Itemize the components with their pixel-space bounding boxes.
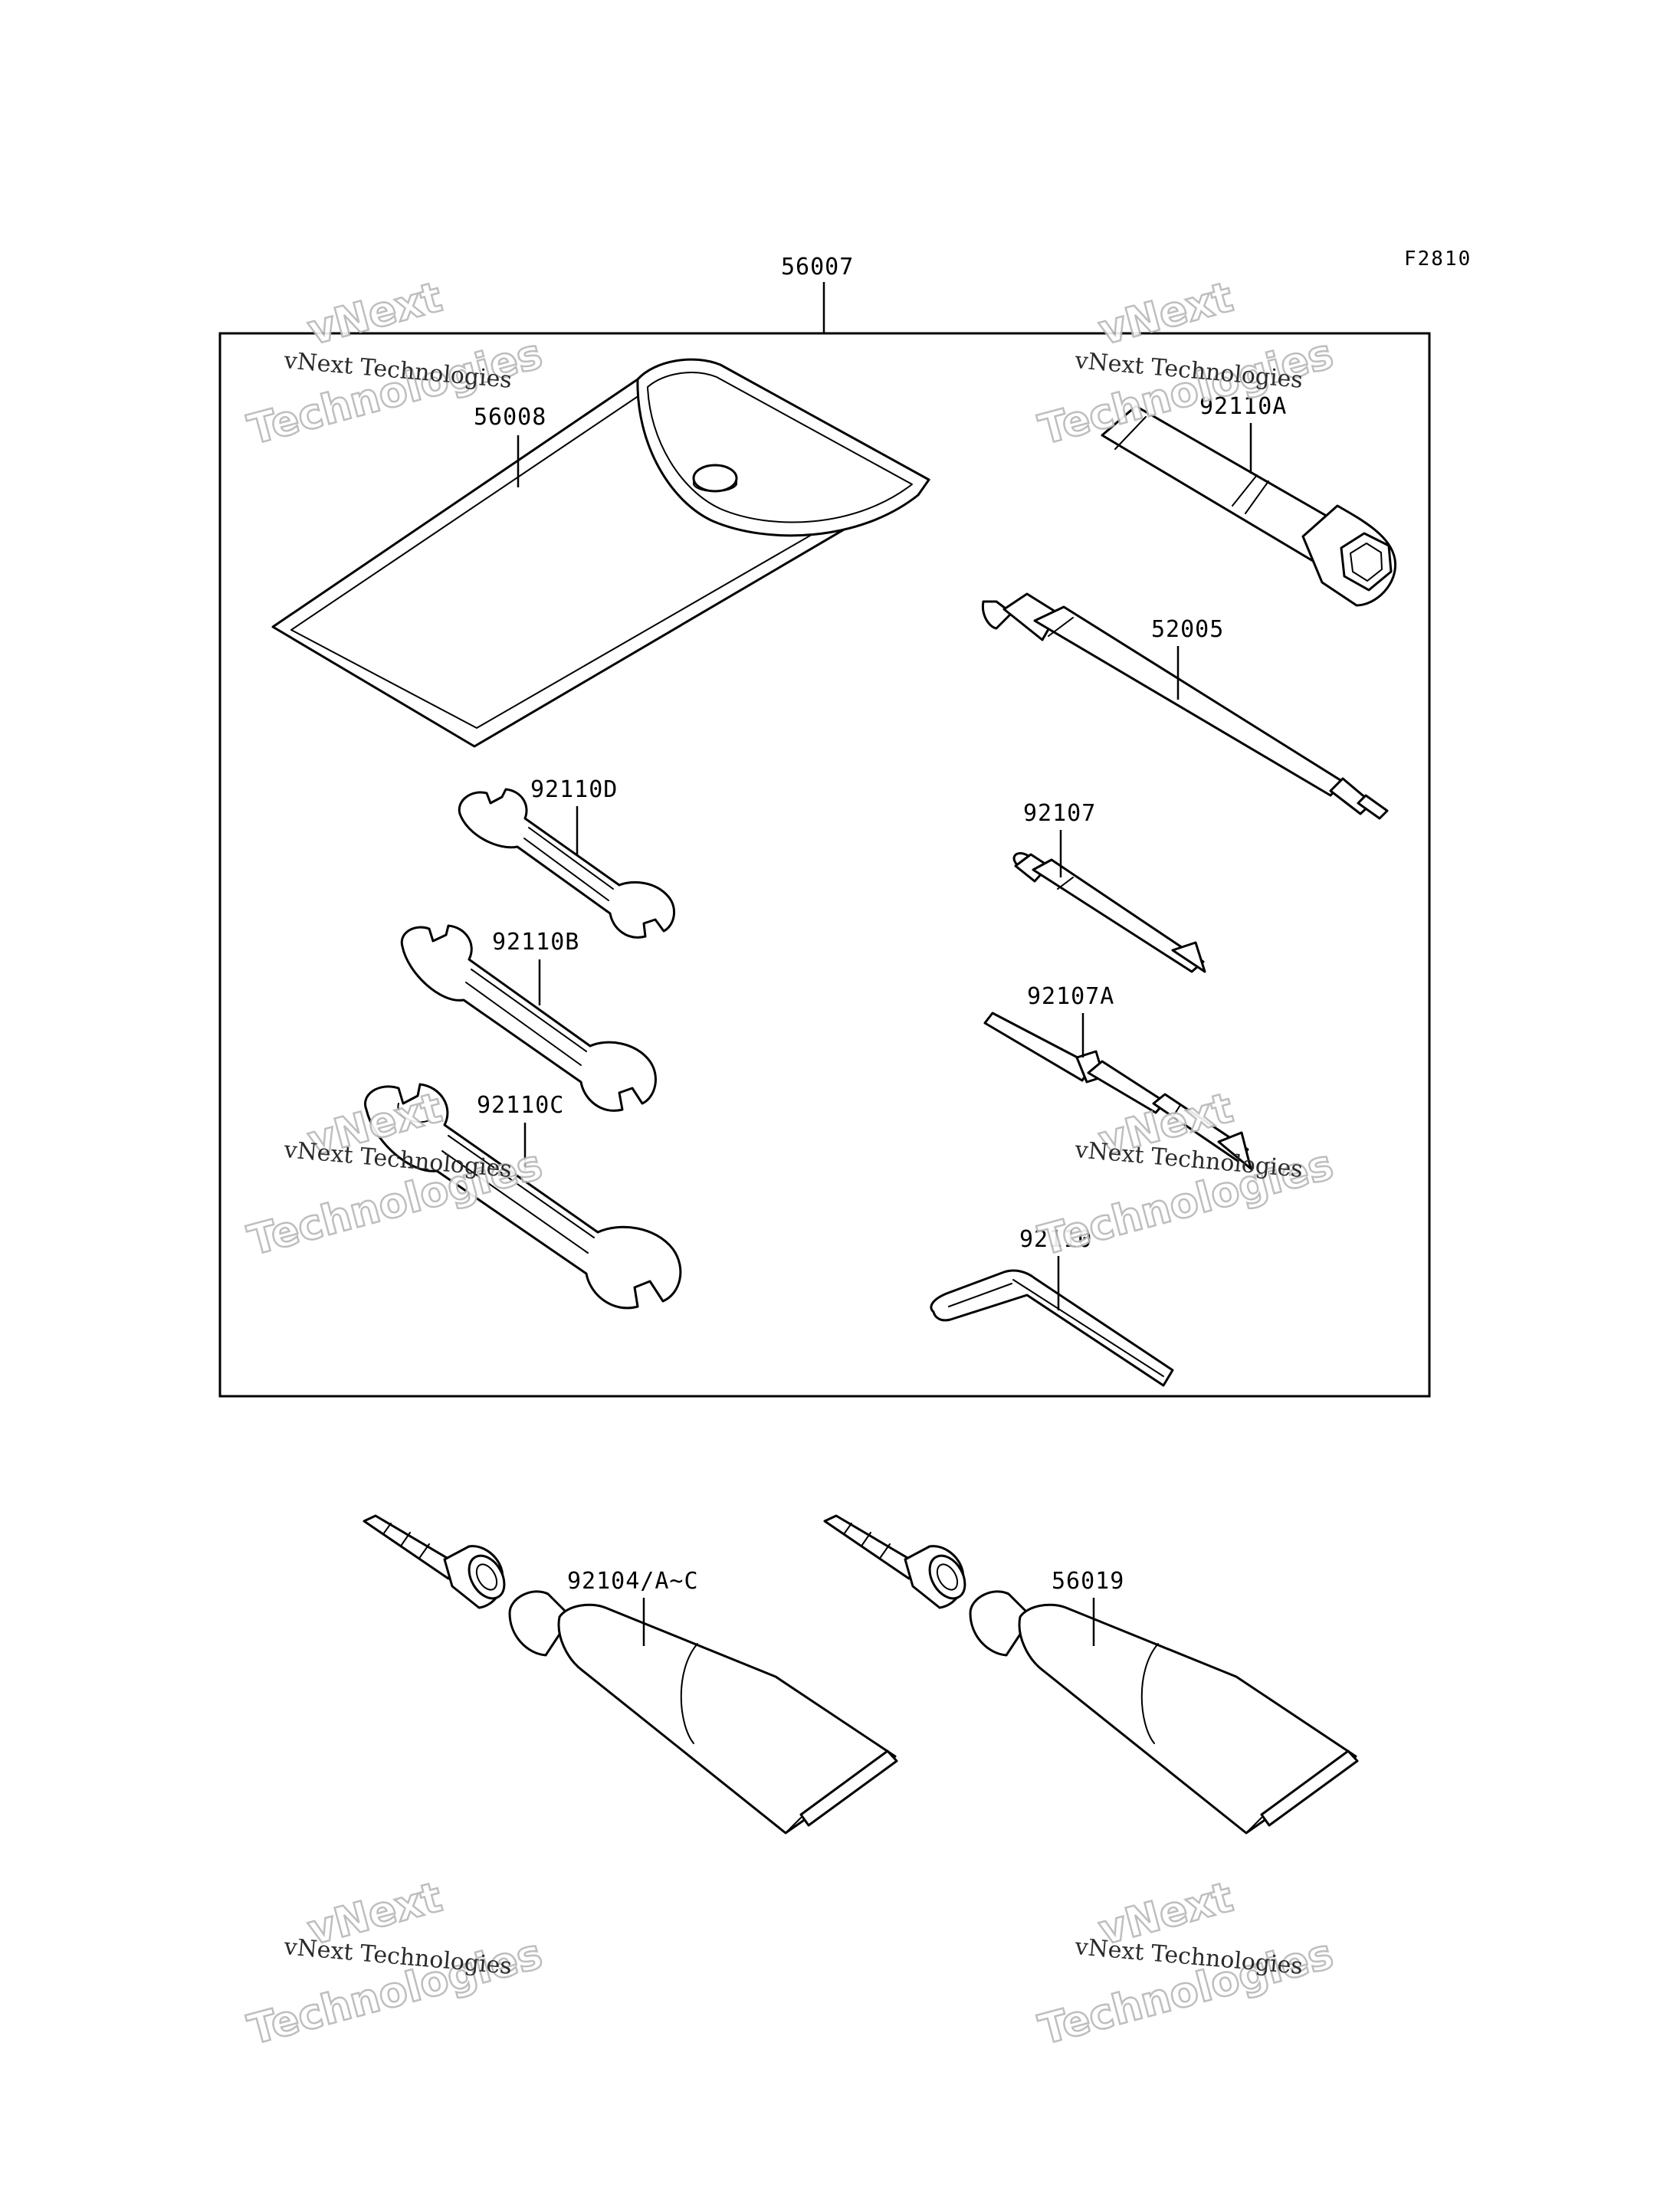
label-52005: 52005 bbox=[1151, 616, 1224, 643]
label-92110: 92110 bbox=[1019, 1226, 1092, 1253]
label-92110D: 92110D bbox=[530, 776, 618, 803]
wrench-small-drawing bbox=[458, 788, 676, 939]
label-92110A: 92110A bbox=[1199, 393, 1287, 420]
tool-kit-frame bbox=[218, 332, 1431, 1398]
label-92104: 92104/A~C bbox=[567, 1568, 699, 1595]
hex-wrench-drawing bbox=[930, 1269, 1174, 1387]
wrench-large-drawing bbox=[364, 1083, 682, 1310]
watermark-mid-right: vNext Technologies vNext Technologies bbox=[1033, 1082, 1339, 1265]
screwdriver-handle-drawing bbox=[981, 592, 1389, 820]
watermark-bottom-right: vNext Technologies vNext Technologies bbox=[1033, 1871, 1339, 2054]
label-56019: 56019 bbox=[1052, 1568, 1124, 1595]
flat-driver-drawing bbox=[983, 1012, 1252, 1170]
tool-case-drawing bbox=[271, 358, 930, 748]
diagram-ref-code: F2810 bbox=[1404, 248, 1472, 271]
watermark-bottom-left: vNext Technologies vNext Technologies bbox=[242, 1871, 548, 2054]
grease-tube-a-drawing bbox=[363, 1514, 898, 1835]
grease-tube-b-drawing bbox=[823, 1514, 1359, 1835]
plug-wrench-drawing bbox=[1101, 405, 1396, 607]
watermark-word-a: vNext bbox=[303, 273, 447, 355]
label-56007: 56007 bbox=[781, 254, 854, 280]
label-92107: 92107 bbox=[1023, 800, 1096, 827]
watermark-word-a: vNext bbox=[1094, 273, 1238, 355]
label-56008: 56008 bbox=[474, 404, 546, 431]
watermark-top-right: vNext Technologies vNext Technologies bbox=[1033, 271, 1339, 454]
label-92110B: 92110B bbox=[492, 929, 579, 956]
wrench-medium-drawing bbox=[400, 924, 657, 1112]
label-92110C: 92110C bbox=[477, 1092, 564, 1119]
label-92107A: 92107A bbox=[1027, 983, 1114, 1010]
phillips-driver-drawing bbox=[1012, 852, 1206, 973]
